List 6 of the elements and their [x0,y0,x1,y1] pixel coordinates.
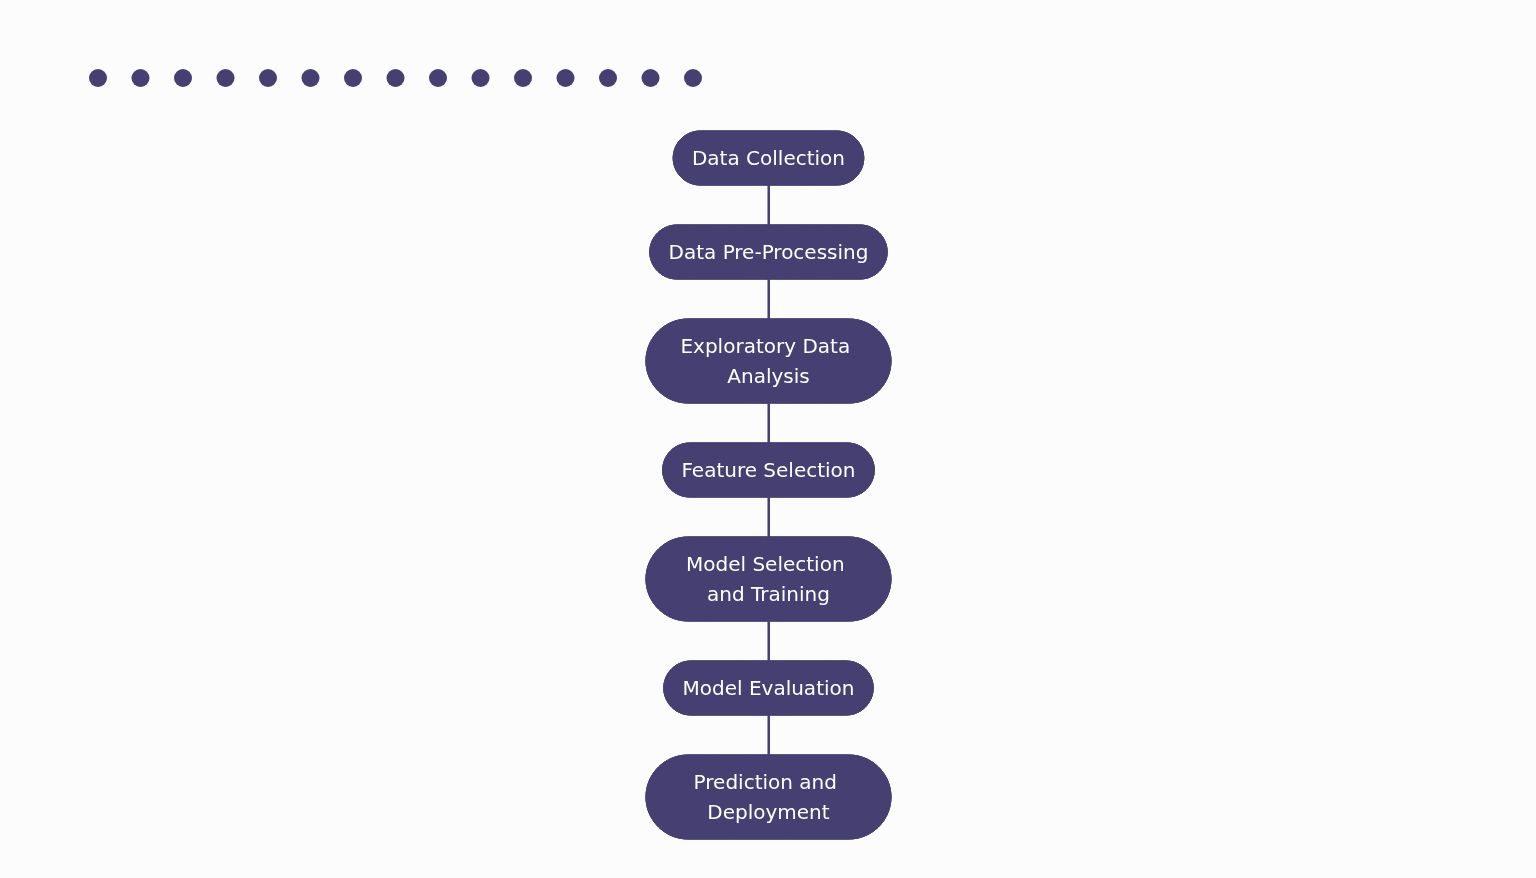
connector [767,402,770,445]
connector [767,620,770,663]
connector [767,184,770,227]
connector [767,278,770,321]
connector [767,496,770,539]
connector [767,714,770,757]
